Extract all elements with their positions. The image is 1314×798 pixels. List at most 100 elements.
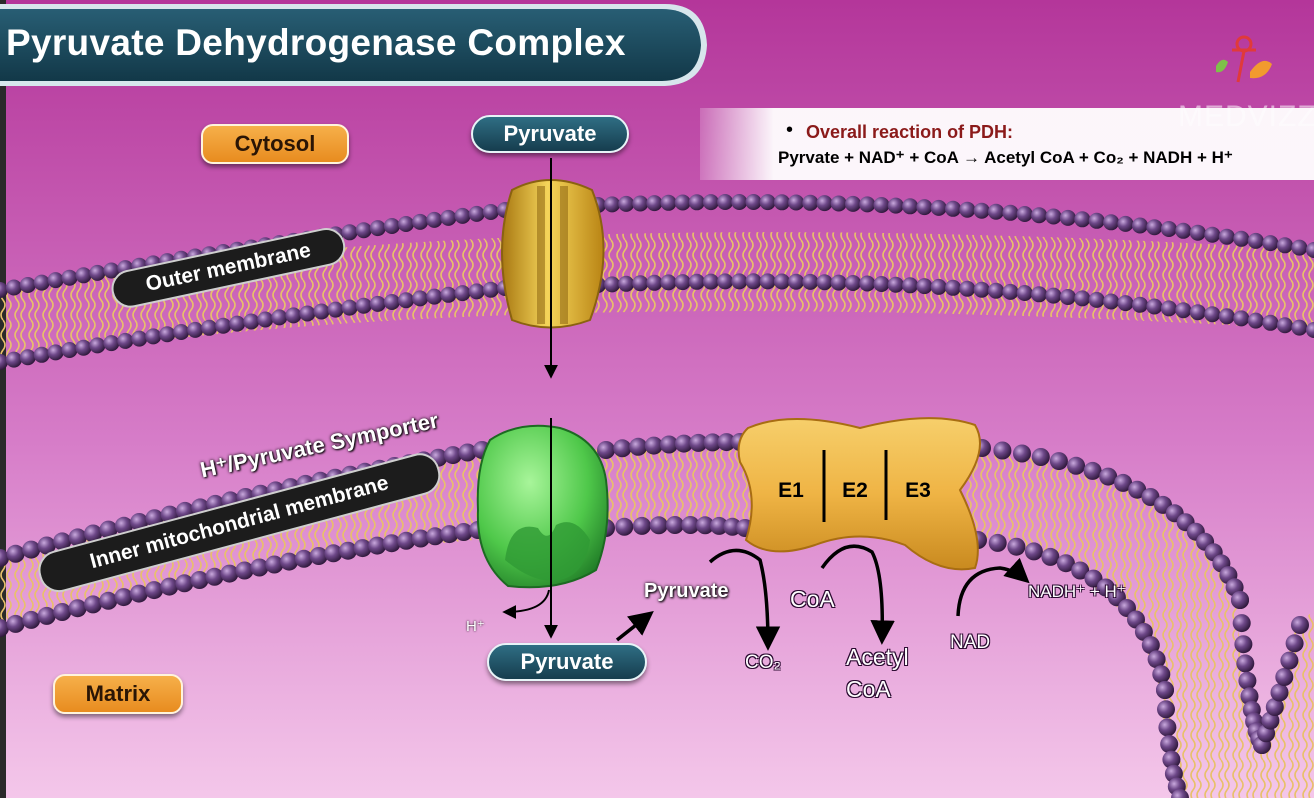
lipid-head [19,349,36,366]
lipid-head [5,351,22,368]
lipid-head [916,278,933,295]
lipid-head [1147,650,1166,669]
lipid-head [629,437,648,456]
lipid-head [788,273,805,290]
lipid-head [1114,473,1133,492]
lipid-head [688,273,705,290]
lipid-head [930,278,947,295]
lipid-head [1067,456,1086,475]
lipid-head [916,199,933,216]
lipid-head [816,274,833,291]
lipid-head [160,577,179,596]
lipid-head [618,275,635,292]
lipid-head [1016,285,1033,301]
lipid-head [426,211,443,228]
lipid-head [145,581,164,600]
lipid-head [1088,291,1105,308]
lipid-head [6,614,25,633]
lipid-head [1074,290,1091,307]
lipid-head [597,441,615,459]
lipid-head [313,303,330,320]
lipid-head [802,194,819,211]
lipid-head [53,603,72,621]
lipid-head [1132,217,1148,234]
lipid-head [47,344,64,361]
lipid-head [959,201,976,218]
lipid-head [1240,687,1259,706]
lipid-head [1007,537,1026,556]
lipid-head [220,564,239,583]
lipid-head [660,435,678,454]
lipid-head [988,282,1004,299]
page-title: Pyruvate Dehydrogenase Complex [6,22,626,63]
lipid-head [887,197,904,214]
lipid-head [482,204,499,220]
acetyl-coa-label: CoA [846,676,891,702]
lipid-head [454,285,471,302]
lipid-head [1041,547,1060,566]
lipid-head [19,277,36,293]
lipid-head [665,516,684,534]
lipid-head [61,269,78,286]
arrow-nad-to-nadh [956,557,1030,617]
lipid-head [973,202,990,219]
lipid-head [689,433,708,452]
lipid-head [339,541,357,560]
info-heading: Overall reaction of PDH: [806,122,1014,142]
lipid-head [75,267,92,284]
lipid-head [411,529,430,548]
lipid-head [0,282,8,298]
lipid-head [1189,224,1206,241]
lipid-head [1238,671,1257,690]
inner-membrane [0,433,1314,798]
lipid-head [280,552,299,571]
lipid-head [458,443,477,462]
lipid-head [440,209,457,226]
lipid-head [294,549,313,568]
lipid-head [1247,232,1264,249]
lipid-head [1059,289,1076,305]
lipid-head [355,222,372,239]
lipid-head [33,346,50,363]
lipid-head [1083,461,1102,480]
lipid-head [615,517,634,536]
lipid-head [243,313,260,330]
lipid-head [341,224,358,241]
lipid-head [309,547,328,565]
lipid-head [1045,208,1062,225]
lipid-head [1270,683,1289,702]
lipid-head [646,274,663,291]
lipid-head [1071,561,1090,580]
lipid-head [1280,651,1299,670]
brand-name: MEDVIZZ [1178,100,1314,133]
lipid-head [702,273,719,290]
lipid-head [33,274,50,291]
cytosol-label: Cytosol [201,124,349,164]
lipid-head [1291,616,1309,634]
lipid-head [717,194,734,210]
lipid-head [159,326,176,343]
lipid-head [398,292,414,309]
lipid-head [201,319,218,336]
lipid-head [873,197,890,213]
lipid-head [710,516,729,535]
lipid-head [1002,283,1019,300]
lipid-head [0,354,8,370]
lipid-head [482,281,499,298]
lipid-head [1291,239,1308,256]
lipid-head [604,276,621,293]
lipid-head [173,324,190,340]
medvizz-logo-icon [1216,35,1272,83]
lipid-head [1306,242,1314,258]
lipid-head [1232,614,1251,633]
lipid-head [1275,668,1294,686]
lipid-head [1031,286,1048,303]
lipid-head [959,280,976,297]
outer-membrane-head-row-top [0,194,1314,298]
lipid-head [1049,452,1068,471]
lipid-head [84,595,102,614]
lipid-head [47,272,64,289]
lipid-head [1099,467,1118,486]
lipid-head [1088,212,1105,229]
nad-label: NAD [950,632,991,653]
